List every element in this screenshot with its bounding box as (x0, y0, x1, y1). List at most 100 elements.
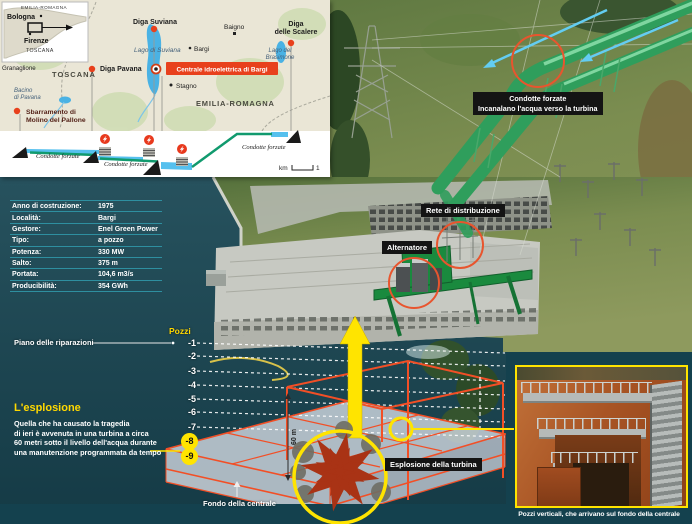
plant-data-table: Anno di costruzione:1975 Località:Bargi … (10, 200, 162, 292)
level-7: -7 (187, 422, 196, 432)
stagno-label: Stagno (176, 83, 197, 90)
location-map: Centrale idroelettrica di Bargi Diga Suv… (0, 0, 330, 177)
scale-value: 1 (316, 165, 320, 172)
rete-tag: Rete di distribuzione (421, 204, 505, 217)
diga-suviana-dot (150, 25, 158, 33)
diga-pavana-dot (88, 65, 96, 73)
map-graphics: Centrale idroelettrica di Bargi Diga Suv… (0, 0, 330, 177)
table-row: Gestore:Enel Green Power (10, 222, 162, 234)
map-scale: km 1 (279, 165, 320, 172)
inset-railing-3 (551, 452, 638, 463)
row-label: Producibilità: (12, 282, 57, 290)
table-row: Salto:375 m (10, 256, 162, 268)
row-label: Tipo: (12, 237, 29, 245)
centrale-label: Centrale idroelettrica di Bargi (176, 67, 267, 74)
diga-suviana-label: Diga Suviana (133, 19, 177, 26)
sbarramento-dot (13, 107, 21, 115)
condotte-cs-label-2: Condotte forzate (104, 161, 148, 168)
explosion-circle (292, 429, 388, 524)
condotte-tag: Condotte forzate Incanalano l'acqua vers… (473, 92, 603, 115)
diga-scalere-dot (287, 39, 295, 47)
dam-dots (13, 25, 295, 115)
diga-scalere-label-2: delle Scalere (275, 29, 318, 36)
alternatore-tag: Alternatore (382, 241, 433, 254)
cross-section: km 1 (0, 130, 330, 177)
explosion-text-block: L'esplosione Quella che ha causato la tr… (14, 402, 204, 457)
alternator-circle (388, 257, 440, 309)
bargi-label: Bargi (194, 46, 209, 53)
row-value: a pozzo (98, 237, 124, 245)
condotte-cs-label-1: Condotte forzate (36, 153, 80, 160)
row-value: Bargi (98, 214, 116, 222)
distribution-circle (436, 221, 484, 269)
inset-bologna: Bologna (7, 14, 35, 21)
bottom-strip (0, 504, 692, 524)
row-label: Località: (12, 214, 41, 222)
bacino-label-2: di Pavana (14, 95, 41, 101)
inset-firenze: Firenze (24, 38, 49, 45)
emilia-romagna-label: EMILIA-ROMAGNA (196, 99, 275, 108)
pipe-bend-circle (511, 34, 565, 88)
piano-label: Piano delle riparazioni (14, 338, 94, 347)
level-2: -2 (187, 351, 196, 361)
plant-icon-2 (143, 135, 155, 157)
inset-red-panel (537, 467, 581, 506)
table-row: Anno di costruzione:1975 (10, 200, 162, 211)
baigno-dot (233, 32, 236, 35)
stagno-dot (169, 83, 173, 87)
scale-unit: km (279, 165, 288, 172)
channel-trees (406, 340, 500, 443)
bargi-dot (188, 46, 192, 50)
plant-icon-3 (176, 144, 188, 166)
inset-region-top: EMILIA-ROMAGNA (21, 5, 67, 10)
substation-field (554, 162, 661, 266)
table-row: Tipo: a pozzo (10, 234, 162, 245)
lago-suviana-label: Lago di Suviana (134, 47, 181, 54)
explosion-line: Quella che ha causato la tragedia (14, 419, 130, 428)
diga-pavana-label: Diga Pavana (100, 66, 142, 73)
level-3: -3 (187, 366, 196, 376)
floating-boom (209, 356, 289, 381)
table-row: Potenza:330 MW (10, 245, 162, 257)
row-value: 375 m (98, 260, 118, 268)
level-6: -6 (187, 407, 196, 417)
explosion-line: 60 metri sotto il livello dell'acqua dur… (14, 438, 157, 448)
esplosione-tag: Esplosione della turbina (385, 458, 482, 471)
explosion-graphic (300, 432, 380, 512)
level-4: -4 (187, 380, 196, 390)
piano-connector (93, 341, 175, 345)
cross-section-dams (12, 130, 301, 175)
centrale-marker: Centrale idroelettrica di Bargi (150, 62, 278, 75)
powerplant-icons (99, 134, 188, 166)
row-value: Enel Green Power (98, 225, 158, 233)
explosion-title: L'esplosione (14, 402, 81, 414)
plant-icon-1 (99, 134, 111, 156)
fondo-arrow (233, 481, 241, 497)
table-row: Producibilità: 354 GWh (10, 279, 162, 292)
row-label: Potenza: (12, 248, 42, 256)
level-5: -5 (187, 394, 196, 404)
lago-brasimone-label-1: Lago del (268, 48, 292, 54)
sbarramento-label-2: Molino del Pallone (26, 117, 86, 124)
shaft-inset-photo (515, 365, 688, 508)
penstock-lines (29, 132, 272, 169)
granaglione-label: Granaglione (2, 65, 36, 72)
depth-label: 60 m (291, 429, 298, 445)
row-label: Anno di costruzione: (12, 203, 82, 211)
inset-region-bottom: TOSCANA (26, 48, 54, 54)
row-label: Portata: (12, 271, 39, 279)
fondo-label: Fondo della centrale (203, 499, 276, 508)
level-8-badge: -8 (181, 433, 198, 450)
diga-scalere-label-1: Diga (288, 21, 303, 28)
depth-dimension: 60 m (285, 393, 298, 481)
lago-brasimone-label-2: Brasimone (266, 55, 295, 61)
italy-inset: EMILIA-ROMAGNA Bologna Firenze TOSCANA (1, 1, 89, 63)
map-labels: Diga Suviana Diga Pavana Diga delle Scal… (2, 19, 318, 124)
pozzi-label: Pozzi (169, 326, 191, 336)
upward-arrow (339, 315, 371, 439)
row-value: 354 GWh (98, 282, 128, 290)
condotte-tag-line2: Incanalano l'acqua verso la turbina (478, 103, 598, 113)
